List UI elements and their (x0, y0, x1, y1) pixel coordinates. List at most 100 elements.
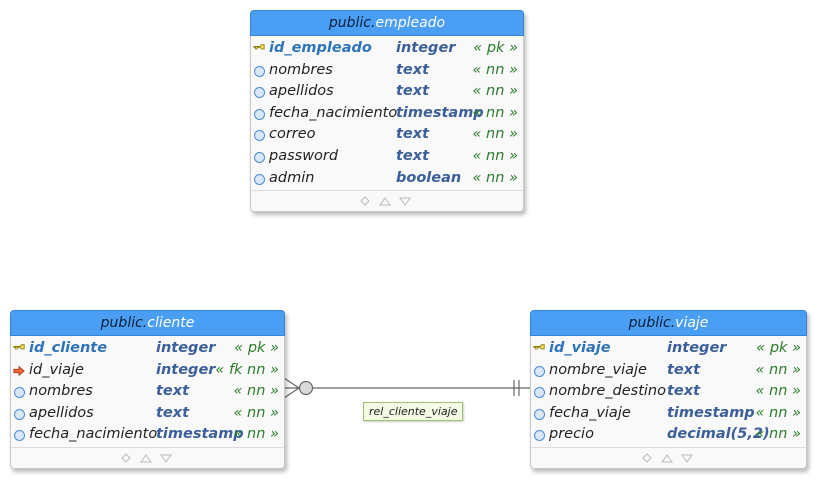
field-name: id_cliente (29, 340, 108, 356)
field-row[interactable]: correo text « nn » (251, 124, 523, 146)
field-constraint: « nn » (755, 361, 802, 378)
footer-controls-icon[interactable] (357, 196, 417, 207)
field-type: integer (156, 340, 216, 356)
field-constraint: « nn » (472, 169, 519, 186)
field-name: nombres (269, 61, 333, 78)
schema-name: public. (100, 315, 148, 331)
field-type: timestamp (156, 426, 244, 443)
field-row[interactable]: id_empleado integer « pk » (251, 38, 523, 60)
column-circle-icon (254, 130, 265, 142)
field-constraint: « nn » (233, 383, 280, 400)
field-row[interactable]: apellidos text « nn » (11, 403, 284, 425)
field-list: id_empleado integer « pk » nombres text « nn … (251, 36, 523, 192)
footer-controls-icon[interactable] (639, 453, 699, 463)
field-constraint: « nn » (755, 426, 802, 443)
field-type: text (156, 404, 190, 421)
column-circle-icon (14, 387, 25, 399)
field-name: admin (269, 169, 315, 186)
field-constraint: « nn » (472, 126, 519, 143)
column-circle-icon (14, 430, 25, 442)
field-constraint: « nn » (755, 383, 802, 400)
field-name: password (269, 147, 339, 164)
field-type: text (156, 383, 190, 400)
key-icon (13, 344, 25, 350)
field-name: fecha_nacimiento (269, 104, 398, 121)
field-constraint: « pk » (234, 340, 279, 356)
table-name: empleado (375, 15, 446, 31)
field-name: nombres (29, 383, 93, 400)
column-circle-icon (534, 408, 545, 420)
schema-name: public. (328, 15, 376, 31)
field-name: fecha_nacimiento (29, 426, 158, 443)
field-type: timestamp (396, 104, 484, 121)
column-circle-icon (254, 65, 265, 77)
field-type: timestamp (667, 404, 755, 421)
field-constraint: « nn » (233, 404, 280, 421)
column-circle-icon (534, 430, 545, 442)
field-name: id_empleado (269, 40, 372, 56)
column-circle-icon (254, 151, 265, 163)
field-name: apellidos (269, 83, 334, 100)
field-name: fecha_viaje (549, 404, 631, 421)
field-type: integer (396, 40, 456, 56)
table-footer (251, 191, 523, 211)
schema-name: public. (628, 315, 676, 331)
field-row[interactable]: id_viaje integer « pk » (531, 338, 806, 360)
column-circle-icon (254, 173, 265, 185)
column-circle-icon (14, 408, 25, 420)
field-row[interactable]: precio decimal(5,2)« nn » (531, 424, 806, 446)
field-constraint: « fk nn » (215, 361, 279, 378)
field-name: nombre_destino (549, 383, 666, 400)
table-name: viaje (675, 315, 709, 331)
field-name: apellidos (29, 404, 94, 421)
key-icon (253, 44, 265, 50)
field-row[interactable]: nombres text « nn » (251, 60, 523, 82)
field-type: text (396, 126, 430, 143)
field-constraint: « nn » (472, 83, 519, 100)
field-row[interactable]: apellidos text « nn » (251, 81, 523, 103)
field-type: decimal(5,2) (667, 426, 770, 443)
field-type: text (396, 147, 430, 164)
field-type: text (667, 361, 701, 378)
table-empleado[interactable]: public.empleado id_empleado integer « pk »… (250, 10, 524, 213)
key-icon (533, 344, 545, 350)
field-name: precio (549, 426, 594, 443)
table-header: public.empleado (250, 10, 524, 36)
field-constraint: « pk » (473, 40, 518, 56)
field-name: id_viaje (549, 340, 611, 356)
field-type: text (667, 383, 701, 400)
field-row[interactable]: id_cliente integer « pk » (11, 338, 284, 360)
table-viaje[interactable]: public.viaje id_viaje integer « pk » nombre… (530, 310, 807, 469)
arrow-right-icon (13, 365, 25, 376)
field-name: correo (269, 126, 316, 143)
field-row[interactable]: nombres text « nn » (11, 381, 284, 403)
column-circle-icon (254, 87, 265, 99)
column-circle-icon (534, 387, 545, 399)
table-name: cliente (147, 315, 195, 331)
footer-controls-icon[interactable] (118, 453, 178, 463)
field-name: id_viaje (29, 361, 84, 378)
field-type: integer (667, 340, 727, 356)
field-constraint: « pk » (756, 340, 801, 356)
field-constraint: « nn » (472, 61, 519, 78)
field-row[interactable]: id_viaje integer« fk nn » (11, 360, 284, 382)
field-type: text (396, 61, 430, 78)
table-header: public.cliente (10, 310, 285, 336)
field-constraint: « nn » (472, 104, 519, 121)
relationship-label[interactable]: rel_cliente_viaje (363, 402, 464, 421)
field-type: text (396, 83, 430, 100)
table-footer (11, 448, 284, 468)
field-type: integer (156, 361, 216, 378)
field-constraint: « nn » (233, 426, 280, 443)
